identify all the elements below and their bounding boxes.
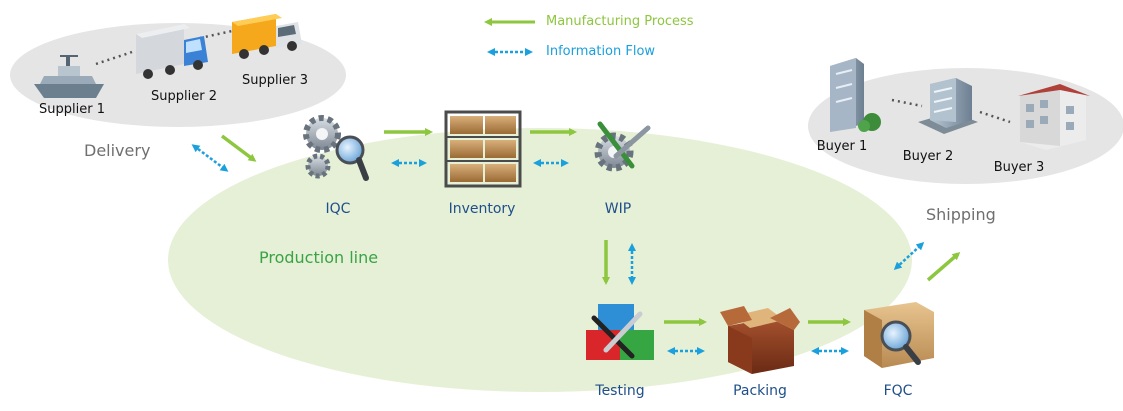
buyer-2-label: Buyer 2 <box>902 149 954 164</box>
building-icon <box>1018 84 1090 150</box>
legend-manufacturing-label: Manufacturing Process <box>546 14 694 29</box>
buyer-3-label: Buyer 3 <box>993 160 1045 175</box>
supplier-3-label: Supplier 3 <box>242 73 308 88</box>
gear-wrench-icon <box>594 121 651 172</box>
crate-magnifier-icon <box>864 302 934 368</box>
node-iqc-label: IQC <box>325 201 351 217</box>
shipping-label: Shipping <box>926 205 996 224</box>
gear-magnifier-icon <box>303 115 369 181</box>
production-line-area <box>168 128 912 392</box>
supplier-connector-1 <box>95 50 133 66</box>
flow-arrow-shipping <box>926 252 961 282</box>
flow-arrow-delivery <box>220 134 257 162</box>
delivery-label: Delivery <box>84 141 151 160</box>
node-fqc-label: FQC <box>883 383 913 399</box>
open-box-icon <box>720 306 800 374</box>
supplier-2-label: Supplier 2 <box>151 89 217 104</box>
node-packing-label: Packing <box>733 383 787 399</box>
buyer-1-label: Buyer 1 <box>816 139 868 154</box>
node-inventory-label: Inventory <box>448 201 516 217</box>
node-wip-label: WIP <box>604 201 632 217</box>
building-icon <box>830 58 881 132</box>
inventory-shelf-icon <box>444 110 522 188</box>
supplier-1-label: Supplier 1 <box>39 102 105 117</box>
building-icon <box>918 78 978 134</box>
legend-information-label: Information Flow <box>546 44 656 59</box>
node-testing-label: Testing <box>595 383 645 399</box>
ship-icon <box>34 55 104 98</box>
buyer-connector-1 <box>891 98 923 108</box>
truck-icon <box>136 24 208 79</box>
production-line-label: Production line <box>259 248 379 267</box>
info-arrow-shipping <box>893 241 925 271</box>
testing-tools-icon <box>586 304 654 360</box>
info-arrow-delivery <box>191 144 229 172</box>
truck-icon <box>232 14 302 59</box>
